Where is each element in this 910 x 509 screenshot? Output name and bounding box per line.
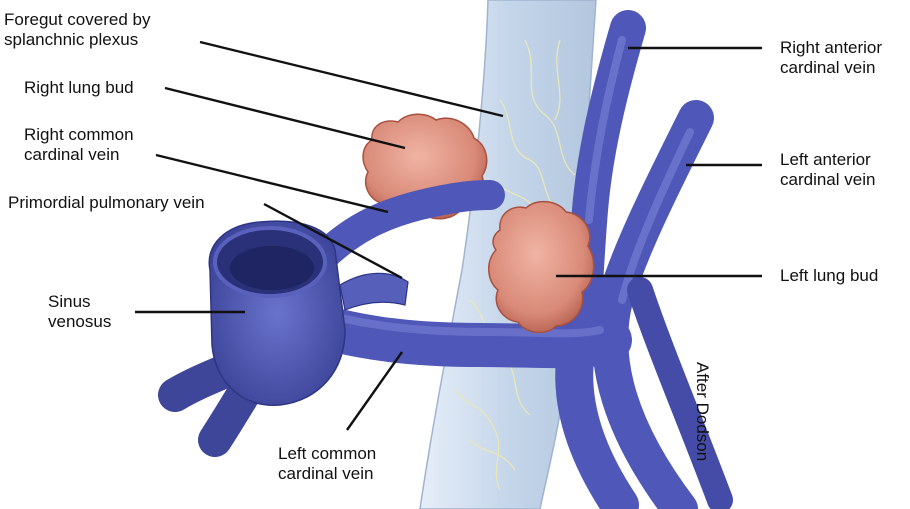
- label-left-lung-bud: Left lung bud: [780, 266, 878, 286]
- leader-left-common-cardinal: [347, 352, 402, 430]
- credit-wrap: After Dodson: [692, 362, 712, 461]
- label-right-anterior-cardinal-vein: Right anterior cardinal vein: [780, 38, 882, 78]
- label-foregut: Foregut covered by splanchnic plexus: [4, 10, 150, 50]
- leader-right-lung-bud: [165, 88, 405, 148]
- label-right-lung-bud: Right lung bud: [24, 78, 134, 98]
- label-left-common-cardinal-vein: Left common cardinal vein: [278, 444, 376, 484]
- primordial-pulmonary-vein: [340, 273, 408, 310]
- label-sinus-venosus: Sinus venosus: [48, 292, 111, 332]
- credit-text: After Dodson: [692, 362, 712, 461]
- label-left-anterior-cardinal-vein: Left anterior cardinal vein: [780, 150, 875, 190]
- leader-foregut: [200, 42, 503, 116]
- label-right-common-cardinal-vein: Right common cardinal vein: [24, 125, 134, 165]
- label-primordial-pulmonary-vein: Primordial pulmonary vein: [8, 193, 205, 213]
- left-lung-bud: [489, 202, 594, 333]
